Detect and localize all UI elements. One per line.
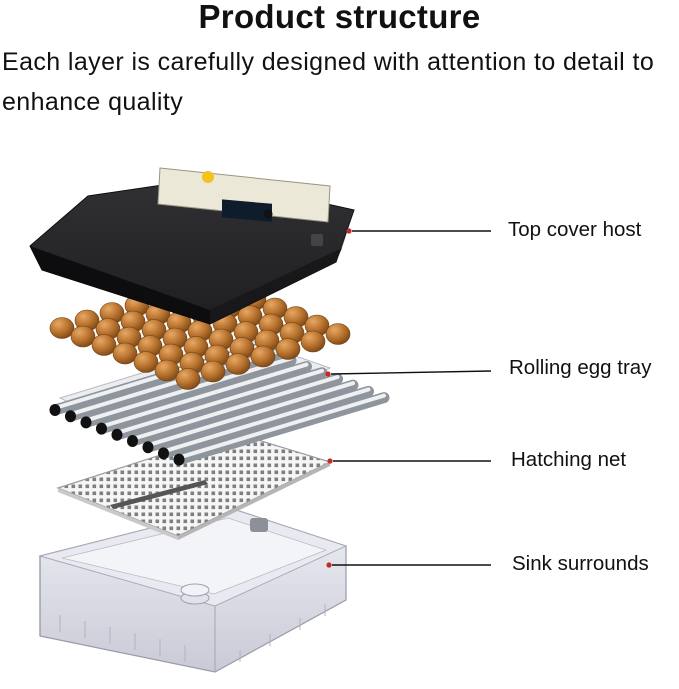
egg (250, 345, 276, 368)
egg (200, 360, 226, 383)
egg (275, 338, 301, 360)
lcd-display (222, 199, 272, 222)
sensor-knob (250, 518, 268, 532)
roller-bar (111, 367, 328, 441)
egg (112, 342, 138, 365)
control-panel (157, 167, 331, 223)
egg (49, 317, 75, 339)
net-slot (110, 480, 208, 509)
callout-rolling-egg-tray: Rolling egg tray (509, 356, 652, 379)
egg (325, 323, 351, 345)
roller-bar (142, 379, 359, 454)
panel-button-icon (263, 209, 273, 219)
rolling-egg-tray (49, 339, 390, 466)
egg (300, 330, 326, 353)
egg (154, 359, 180, 382)
roller-bar (158, 385, 374, 460)
callout-top-cover-host: Top cover host (508, 218, 642, 241)
egg (175, 368, 201, 390)
power-switch-icon (311, 234, 323, 246)
callout-sink-surrounds: Sink surrounds (512, 552, 649, 575)
page-title: Product structure (198, 0, 481, 35)
roller-bar (96, 361, 312, 435)
egg (91, 334, 117, 356)
egg (70, 325, 96, 348)
sun-logo-icon (202, 171, 214, 183)
roller-bar (173, 392, 390, 466)
roller-bar (127, 373, 343, 447)
egg (133, 351, 159, 373)
top-cover-host (29, 167, 355, 325)
page-subtitle: Each layer is carefully designed with at… (2, 48, 655, 116)
callout-hatching-net: Hatching net (511, 448, 627, 471)
egg (225, 353, 251, 375)
egg-layer (49, 272, 351, 390)
hatching-net (56, 431, 332, 540)
callout-pointers (325, 228, 492, 568)
